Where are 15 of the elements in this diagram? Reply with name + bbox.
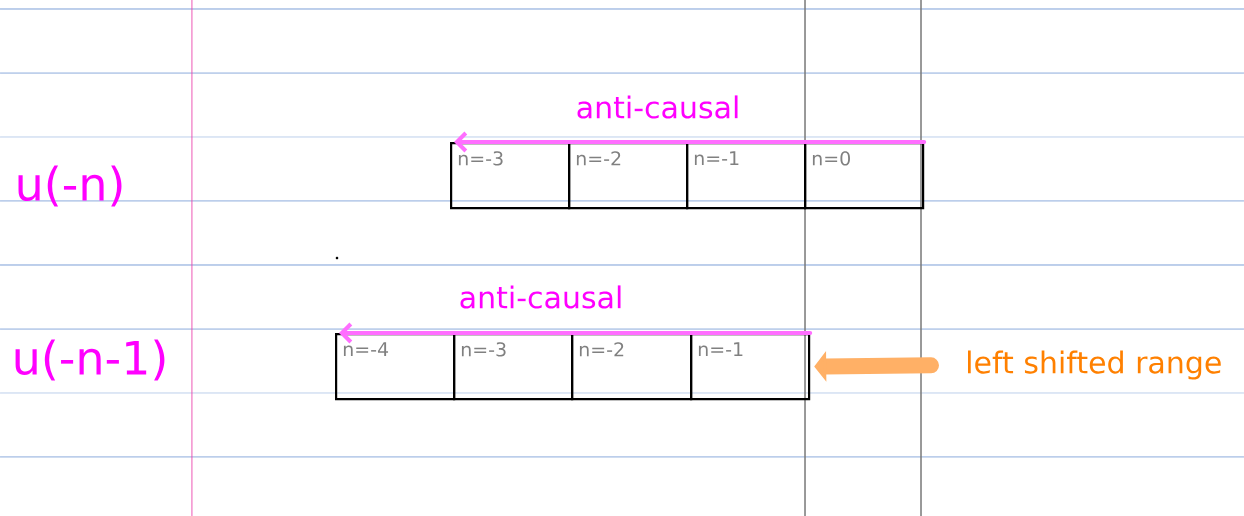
- signal-name: u(-n): [18, 165, 122, 207]
- cell: n=-4: [335, 333, 456, 401]
- edge-label: anti-causal: [457, 284, 625, 310]
- arrow: [339, 322, 813, 344]
- cell: n=-1: [690, 333, 811, 401]
- cell: n=0: [804, 142, 925, 210]
- edge-label: anti-causal: [574, 94, 742, 120]
- cell: n=-3: [450, 142, 571, 210]
- signal-name: u(-n-1): [15, 339, 165, 381]
- cell: n=-2: [571, 333, 693, 401]
- arrow: [454, 131, 927, 153]
- cell: n=-3: [453, 333, 574, 401]
- annotation-text: left shifted range: [968, 350, 1221, 380]
- cell: n=-1: [686, 142, 807, 210]
- cell: n=-2: [568, 142, 689, 210]
